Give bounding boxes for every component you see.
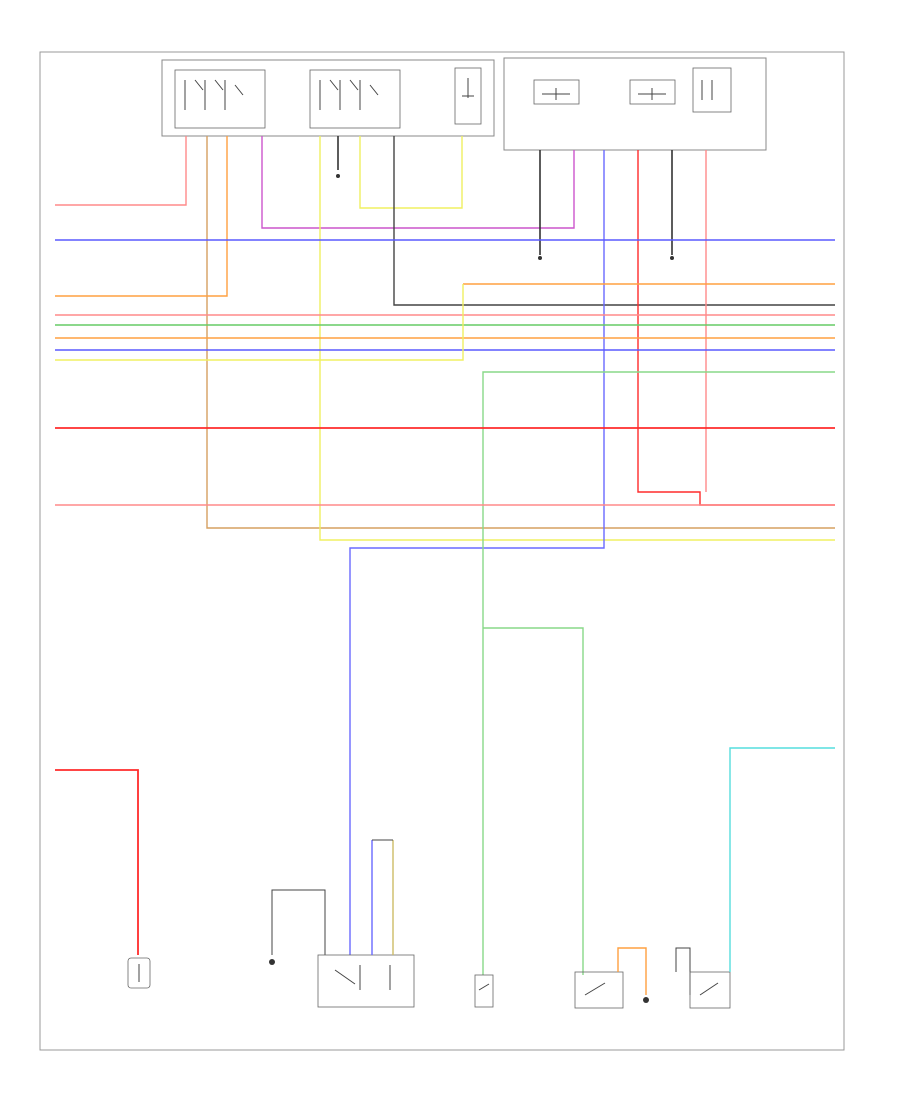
sensor-capsule [127, 957, 151, 989]
wire-yellow-long [319, 136, 835, 541]
transmission-relay-box [309, 69, 401, 129]
sensor-c-box [692, 67, 732, 113]
clutch-switch-box [574, 971, 624, 1009]
diode-box [454, 67, 482, 125]
wire-orange-low [617, 947, 647, 995]
switch-module-left [161, 59, 495, 137]
lower-green-circuit [474, 627, 731, 1009]
bus-green-2 [482, 371, 835, 640]
diagram-frame [39, 51, 845, 1051]
range-sensor-box [689, 971, 731, 1009]
wire-darkgray-right [393, 136, 835, 306]
top-left-wires [55, 136, 835, 541]
bus-yellow [55, 284, 464, 361]
wire-cyan [729, 747, 835, 972]
wire-purple-loop [261, 136, 575, 229]
wire-tan-bottom [206, 136, 835, 529]
fuel-pump-relay-box [174, 69, 266, 129]
bus-wires [55, 239, 835, 640]
lower-left-sensor [55, 769, 151, 989]
wire-yellow-loop [359, 136, 463, 209]
sensor-a-box [533, 79, 580, 105]
ground-low [643, 997, 649, 1003]
brake-switch-box [474, 974, 494, 1008]
wire-orange-left [55, 136, 228, 297]
relay-block-box [317, 954, 415, 1008]
lower-relay-block [269, 839, 415, 1008]
wire-lightblue-down [349, 150, 605, 955]
wire-red-right [637, 150, 835, 506]
sensor-module-right [503, 57, 767, 151]
top-right-wires [349, 150, 835, 955]
wire-pink-left [55, 136, 187, 206]
sensor-b-box [629, 79, 676, 105]
